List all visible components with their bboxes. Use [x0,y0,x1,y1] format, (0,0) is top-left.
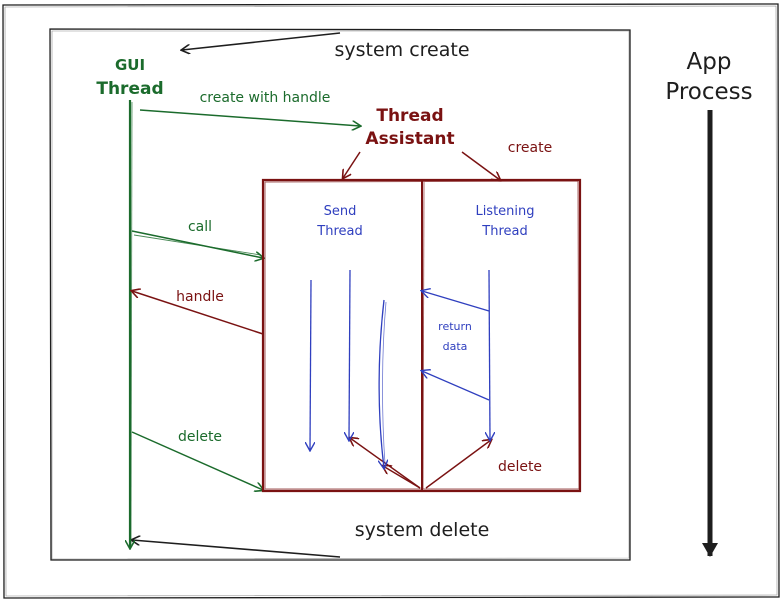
send-line-2 [349,269,350,440]
delete-right-label: delete [498,459,542,475]
gui-label: GUI [115,56,145,74]
send-thread-label-1: Send [324,204,357,219]
send-line-3 [379,299,384,468]
create-with-handle-arrow [139,109,360,126]
create-label: create [508,140,552,156]
call-label: call [188,219,212,235]
delete-send-arrow-2 [383,466,421,489]
system-delete-label: system delete [355,519,490,541]
return-label: return [438,320,472,333]
system-create-arrow [182,32,341,50]
listening-line [489,269,490,440]
handle-arrow [132,291,264,335]
process-label: Process [665,79,752,105]
gui-thread-label: Thread [96,79,163,99]
data-label: data [443,340,468,353]
call-arrow [131,230,263,258]
send-line-1 [310,279,311,450]
send-thread-label-2: Thread [316,224,362,239]
outer-frame [2,3,780,599]
listening-thread-label-2: Thread [481,224,527,239]
handle-label: handle [176,289,224,305]
system-delete-arrow [132,540,341,558]
create-with-handle-label: create with handle [200,90,331,106]
delete-left-label: delete [178,429,222,445]
create-listening-arrow [461,151,500,180]
delete-listening-arrow [425,440,491,489]
app-label: App [687,49,732,75]
thread-assistant-label-2: Assistant [365,129,454,149]
create-send-arrow [343,151,361,178]
thread-assistant-label-1: Thread [376,106,443,126]
delete-left-arrow [131,431,263,490]
assistant-box [261,178,582,493]
return-data-arrow-2 [422,371,490,401]
process-frame [49,28,631,561]
listening-thread-label-1: Listening [475,204,534,219]
return-data-arrow-1 [422,291,490,312]
system-create-label: system create [334,39,469,61]
